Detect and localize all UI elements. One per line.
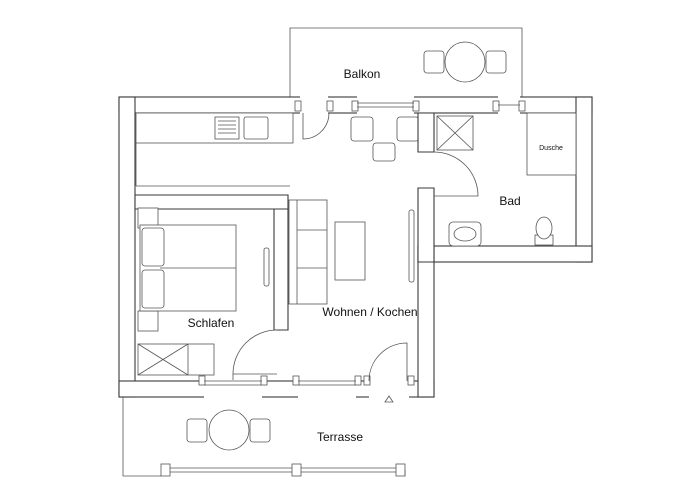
balcony-door-swing xyxy=(302,112,330,140)
living-furniture xyxy=(288,199,415,305)
bathroom xyxy=(417,112,577,263)
entrance-door-swing xyxy=(368,342,408,382)
double-bed xyxy=(139,224,237,312)
bottom-openings xyxy=(198,342,415,403)
wardrobe xyxy=(137,343,215,376)
shower-cubicle xyxy=(526,112,577,176)
terrace xyxy=(122,397,406,477)
stove-icon xyxy=(214,116,240,140)
wash-basin-icon xyxy=(448,221,482,247)
terrace-table-set xyxy=(186,409,271,451)
balcony-table-set xyxy=(423,41,507,83)
room-label-dusche: Dusche xyxy=(539,145,563,152)
dining-set xyxy=(350,116,420,162)
living-radiator xyxy=(408,209,415,283)
kitchen-counter xyxy=(135,112,294,187)
bedroom-door-swing xyxy=(232,329,278,375)
bedroom-walls xyxy=(134,194,289,381)
coffee-table xyxy=(334,221,366,281)
bedroom-radiator xyxy=(263,247,270,287)
bath-door-swing xyxy=(433,151,479,197)
pillow-top xyxy=(141,227,165,267)
stove-burner-lines xyxy=(218,120,236,134)
bedroom-furniture xyxy=(137,207,270,376)
entrance-marker-icon xyxy=(384,395,394,403)
terrace-railing xyxy=(160,463,406,477)
nightstand-bottom xyxy=(137,310,159,332)
outer-walls xyxy=(118,96,593,398)
balcony xyxy=(289,27,523,97)
top-openings xyxy=(294,96,526,114)
sofa xyxy=(288,199,328,305)
room-label-balkon: Balkon xyxy=(344,67,381,81)
toilet-icon xyxy=(535,216,553,240)
room-label-terrasse: Terrasse xyxy=(317,430,363,444)
room-label-wohnen-kochen: Wohnen / Kochen xyxy=(322,305,417,319)
room-label-bad: Bad xyxy=(499,194,520,208)
sink-icon xyxy=(243,116,269,140)
pillow-bottom xyxy=(141,269,165,309)
room-label-schlafen: Schlafen xyxy=(188,316,235,330)
